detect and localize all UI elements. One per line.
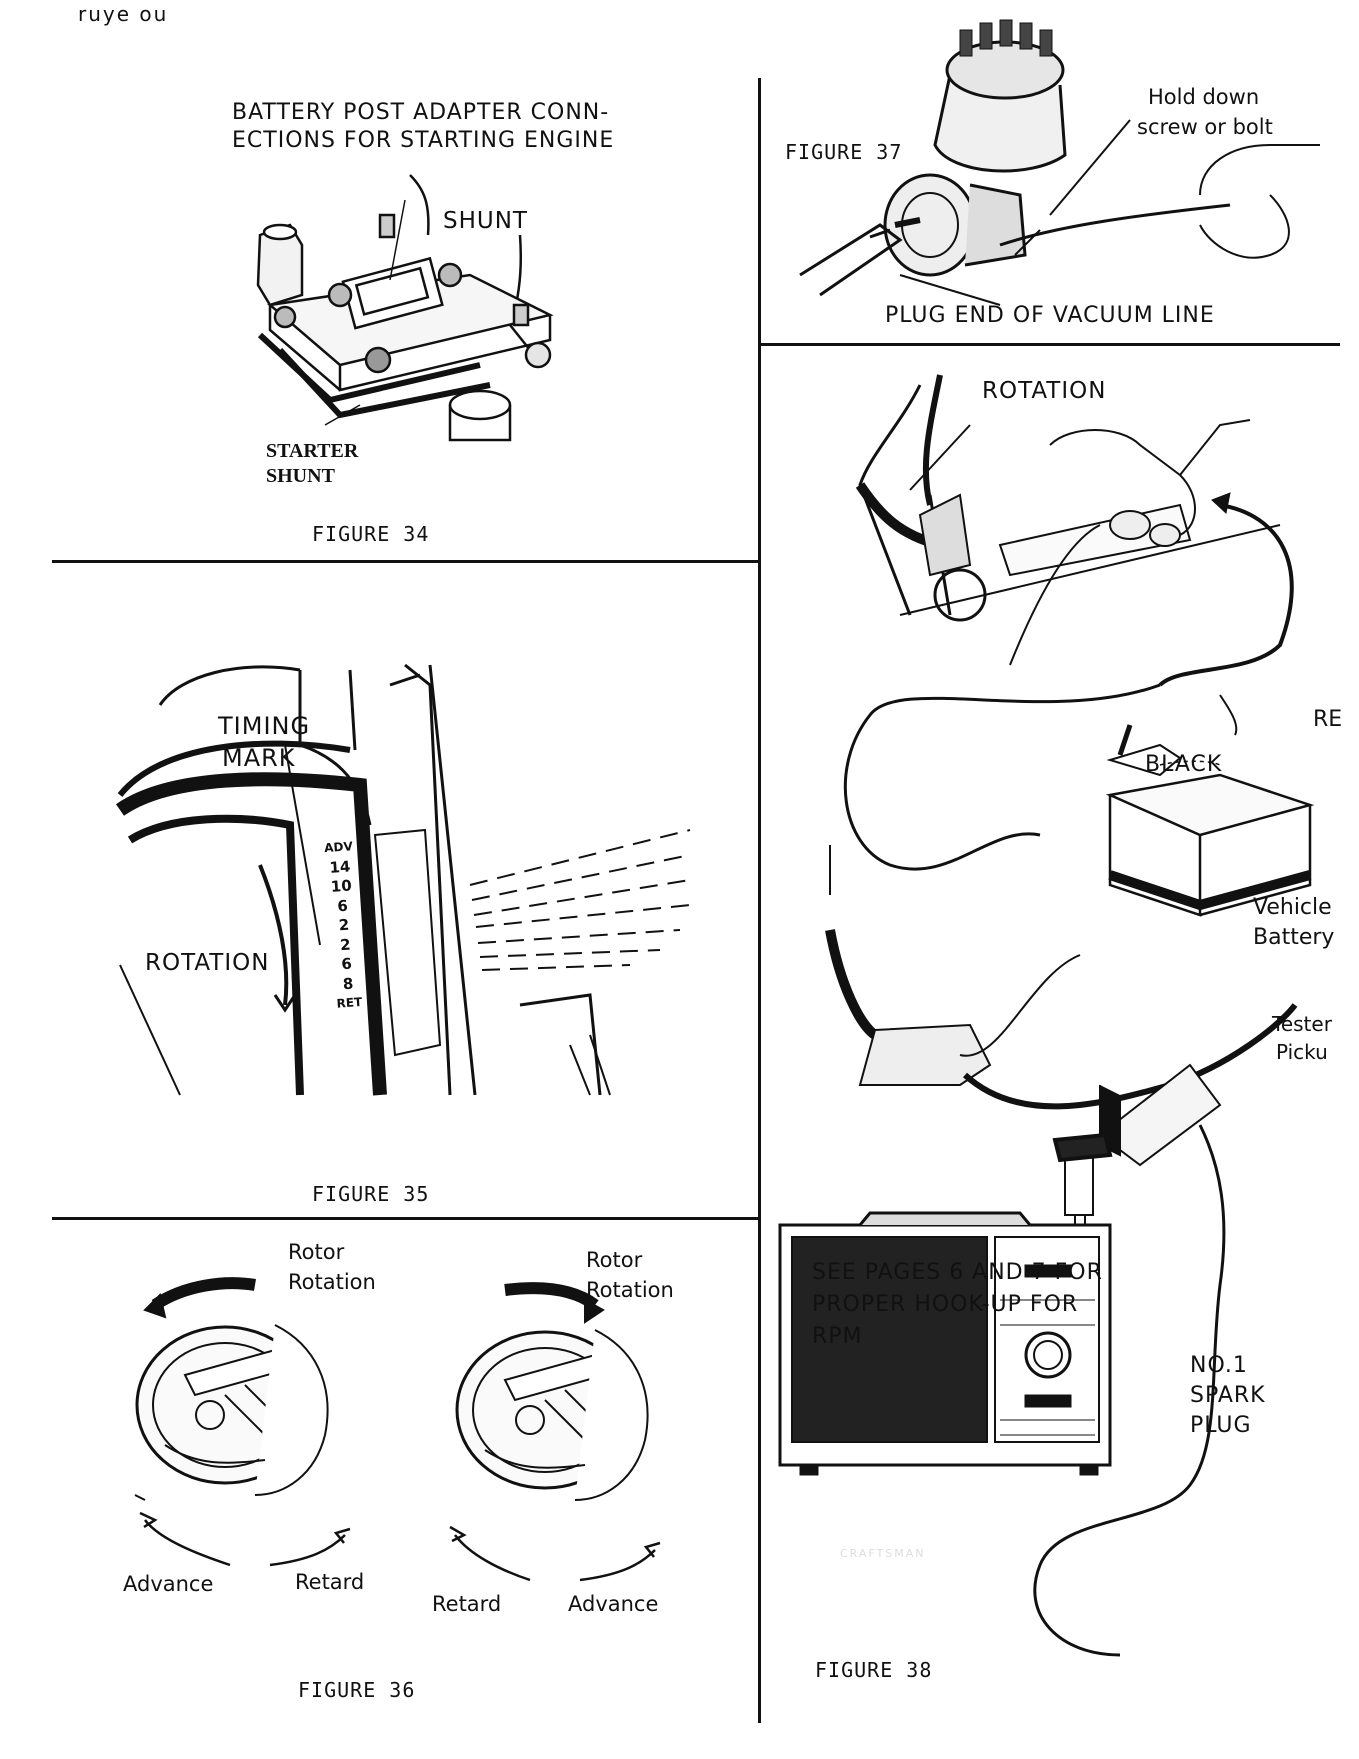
figure-35-caption: FIGURE 35 <box>312 1182 430 1206</box>
figure-34-caption: FIGURE 34 <box>312 522 430 546</box>
fig38-rotation-label: ROTATION <box>982 378 1107 404</box>
spark-plug-label-line1: NO.1 <box>1190 1353 1248 1378</box>
spark-plug-label-line2: SPARK <box>1190 1383 1266 1408</box>
hold-down-label-line1: Hold down <box>1148 85 1260 109</box>
timing-mark-label-line2: MARK <box>222 744 296 772</box>
page-number-header: ruye ou <box>78 2 169 26</box>
fig36-right-rotor-line2: Rotation <box>586 1278 674 1302</box>
plug-end-vacuum-line-label: PLUG END OF VACUUM LINE <box>885 303 1215 328</box>
analyzer-brand-label: CRAFTSMAN <box>840 1547 926 1560</box>
starter-shunt-label-line2: SHUNT <box>266 465 335 487</box>
timing-mark-label-line1: TIMING <box>218 712 311 740</box>
distributor-rotor-left-illustration <box>125 1265 355 1505</box>
timing-light-hookup-illustration <box>800 365 1340 1715</box>
starter-shunt-label-line1: STARTER <box>266 440 359 462</box>
fig34-title-line2: ECTIONS FOR STARTING ENGINE <box>232 128 615 153</box>
fig36-direction-arrows <box>130 1495 690 1605</box>
fig36-right-rotor-line1: Rotor <box>586 1248 643 1272</box>
see-pages-note-line1: SEE PAGES 6 AND 7 FOR <box>812 1260 1103 1285</box>
scale-10: 10 <box>330 876 353 896</box>
fig36-left-retard-label: Retard <box>295 1570 365 1594</box>
tester-pickup-label-line2: Picku <box>1276 1040 1328 1064</box>
fig36-left-advance-label: Advance <box>123 1572 214 1596</box>
hold-down-label-line2: screw or bolt <box>1137 115 1273 139</box>
figure-37-caption: FIGURE 37 <box>785 140 903 164</box>
fig36-right-retard-label: Retard <box>432 1592 502 1616</box>
divider-fig35-fig36 <box>52 1217 760 1220</box>
timing-mark-illustration <box>120 665 700 1095</box>
divider-fig37-fig38 <box>760 343 1340 346</box>
tester-pickup-label-line1: Tester <box>1272 1012 1332 1036</box>
vehicle-battery-label-line2: Battery <box>1253 925 1335 950</box>
black-lead-label: BLACK <box>1145 752 1223 777</box>
fig34-title-line1: BATTERY POST ADAPTER CONN- <box>232 100 610 125</box>
spark-plug-label-line3: PLUG <box>1190 1413 1252 1438</box>
analyzer-name-label: Engine Analyzer <box>818 1560 1001 1584</box>
vehicle-battery-label-line1: Vehicle <box>1253 895 1332 920</box>
scale-8: 8 <box>342 974 354 993</box>
see-pages-note-line3: RPM <box>812 1324 863 1349</box>
red-lead-label: RE <box>1313 707 1343 732</box>
battery-post-adapter-illustration <box>230 175 580 495</box>
distributor-vacuum-illustration <box>800 15 1320 315</box>
see-pages-note-line2: PROPER HOOK-UP FOR <box>812 1292 1079 1317</box>
figure-36-caption: FIGURE 36 <box>298 1678 416 1702</box>
divider-fig34-fig35 <box>52 560 760 563</box>
fig36-left-rotor-line2: Rotation <box>288 1270 376 1294</box>
fig36-right-advance-label: Advance <box>568 1592 659 1616</box>
scale-ret: RET <box>336 994 363 1011</box>
divider-vertical <box>758 78 761 1723</box>
fig35-rotation-label: ROTATION <box>145 950 270 976</box>
figure-38-caption: FIGURE 38 <box>815 1658 933 1682</box>
scale-6-ret: 6 <box>340 954 353 974</box>
scale-2-ret: 2 <box>339 935 352 954</box>
scale-14: 14 <box>328 856 351 877</box>
fig36-left-rotor-line1: Rotor <box>288 1240 345 1264</box>
scale-adv: ADV <box>323 839 354 856</box>
scale-2-adv: 2 <box>338 915 350 935</box>
scale-6: 6 <box>336 896 349 915</box>
shunt-label: SHUNT <box>443 208 528 234</box>
distributor-rotor-right-illustration <box>445 1270 675 1510</box>
